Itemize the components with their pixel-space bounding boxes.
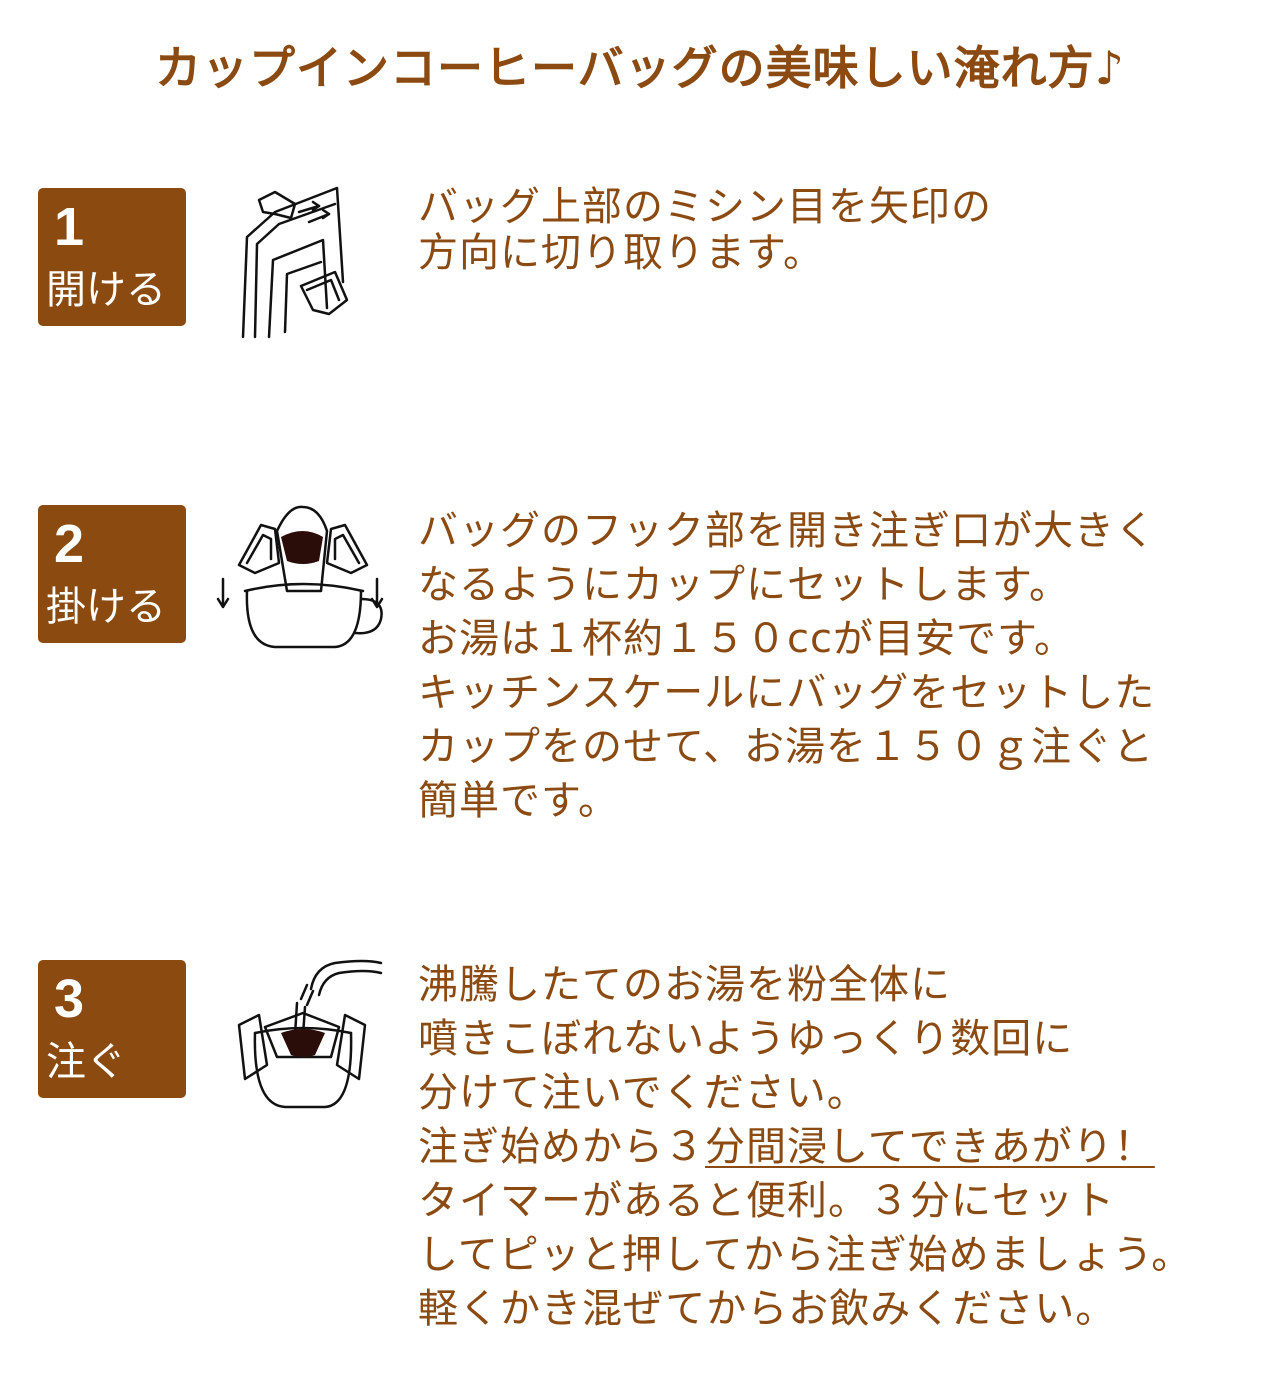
step-3-line: タイマーがあると便利。３分にセット	[418, 1178, 1115, 1224]
open-bag-icon	[241, 186, 349, 339]
step-1-number: 1	[54, 197, 85, 257]
step-2-line: なるようにカップにセットします。	[418, 562, 1070, 608]
step-3-line-prefix: 注ぎ始めから３	[418, 1124, 705, 1170]
step-2-line: 簡単です。	[418, 778, 619, 824]
step-3-underlined-text: 分間浸してできあがり！	[705, 1124, 1155, 1170]
step-2-label: 掛ける	[46, 584, 166, 630]
step-3-text: 沸騰したてのお湯を粉全体に 噴きこぼれないようゆっくり数回に 分けて注いでくださ…	[418, 958, 1274, 1336]
hang-bag-on-cup-icon	[216, 505, 384, 649]
step-3-line-emphasis: 注ぎ始めから３分間浸してできあがり！	[418, 1120, 1274, 1174]
step-1-line: 方向に切り取ります。	[418, 230, 824, 276]
step-3-line: 軽くかき混ぜてからお飲みください。	[418, 1286, 1117, 1332]
step-3-number: 3	[54, 969, 85, 1029]
step-3-label: 注ぐ	[46, 1039, 126, 1085]
step-3-badge: 3 注ぐ	[38, 960, 186, 1098]
step-3-line: 沸騰したてのお湯を粉全体に	[418, 962, 951, 1008]
step-3-line: してピッと押してから注ぎ始めましょう。	[418, 1232, 1193, 1278]
step-2-text: バッグのフック部を開き注ぎ口が大きく なるようにカップにセットします。 お湯は１…	[418, 504, 1274, 828]
step-3-line: 分けて注いでください。	[418, 1070, 868, 1116]
step-3-line: 噴きこぼれないようゆっくり数回に	[418, 1016, 1074, 1062]
page-title: カップインコーヒーバッグの美味しい淹れ方♪	[155, 41, 1125, 95]
step-2-badge: 2 掛ける	[38, 505, 186, 643]
step-2-line: バッグのフック部を開き注ぎ口が大きく	[418, 508, 1156, 554]
step-1-label: 開ける	[46, 267, 166, 313]
step-2-line: キッチンスケールにバッグをセットした	[418, 670, 1156, 716]
step-2-line: カップをのせて、お湯を１５０ｇ注ぐと	[418, 724, 1154, 770]
pour-water-icon	[237, 959, 383, 1109]
step-1-text: バッグ上部のミシン目を矢印の 方向に切り取ります。	[418, 180, 1274, 280]
step-1-line: バッグ上部のミシン目を矢印の	[418, 184, 992, 230]
step-2-line: お湯は１杯約１５０ccが目安です。	[418, 616, 1075, 662]
step-1-badge: 1 開ける	[38, 188, 186, 326]
step-2-number: 2	[54, 514, 85, 574]
